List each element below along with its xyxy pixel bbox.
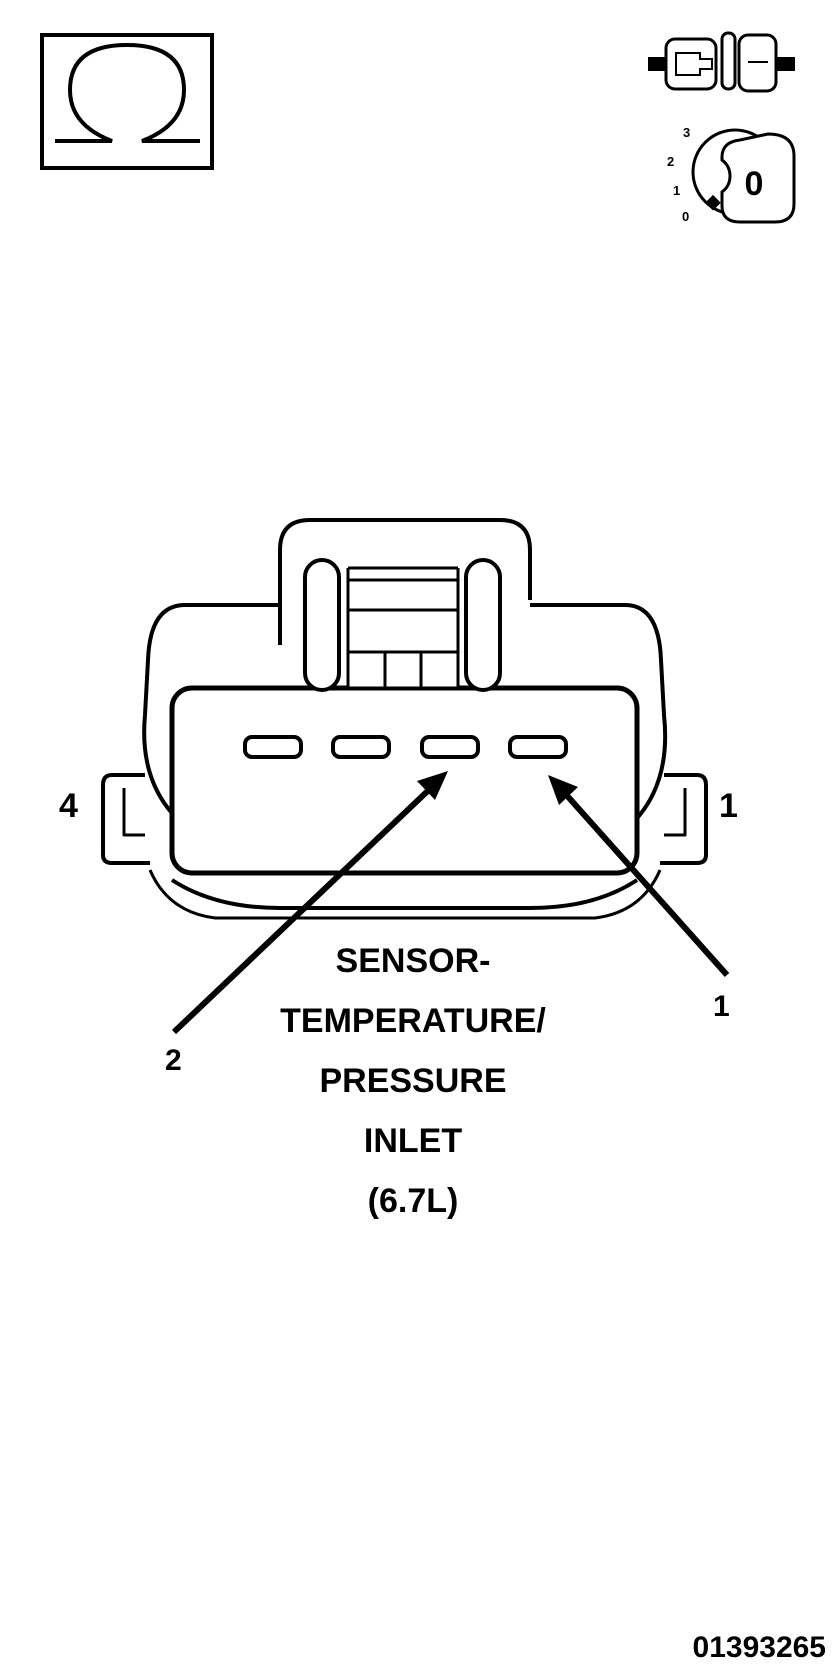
title-line-1: SENSOR-	[336, 942, 491, 980]
cavity-3	[331, 735, 391, 759]
connector-end-label-right: 1	[719, 787, 738, 825]
ignition-position-3: 3	[683, 125, 690, 140]
title-line-2: TEMPERATURE/	[280, 1002, 546, 1040]
component-title: SENSOR- TEMPERATURE/ PRESSURE INLET (6.7…	[280, 942, 546, 1220]
cavity-4	[243, 735, 303, 759]
cavity-2	[420, 735, 480, 759]
cavity-1	[508, 735, 568, 759]
title-line-3: PRESSURE	[319, 1062, 506, 1100]
callout-arrow-pin-2	[171, 771, 448, 1035]
connector-end-label-left: 4	[59, 787, 78, 825]
connector-cavities	[243, 735, 568, 759]
callout-arrow-pin-1	[548, 775, 730, 977]
ignition-position-0: 0	[682, 209, 689, 224]
callout-label-pin-1: 1	[713, 990, 730, 1023]
title-line-4: INLET	[364, 1122, 462, 1160]
title-line-5: (6.7L)	[368, 1182, 459, 1220]
ignition-key-label: 0	[745, 165, 764, 203]
connector-disconnect-icon	[648, 31, 795, 93]
ohm-icon	[40, 33, 214, 170]
callout-label-pin-2: 2	[165, 1044, 182, 1077]
figure-id: 01393265	[693, 1631, 826, 1664]
connector-body	[101, 518, 708, 920]
ignition-position-2: 2	[667, 154, 674, 169]
ignition-key-icon: 3 2 1 0 0	[667, 125, 796, 224]
ignition-position-1: 1	[673, 183, 680, 198]
